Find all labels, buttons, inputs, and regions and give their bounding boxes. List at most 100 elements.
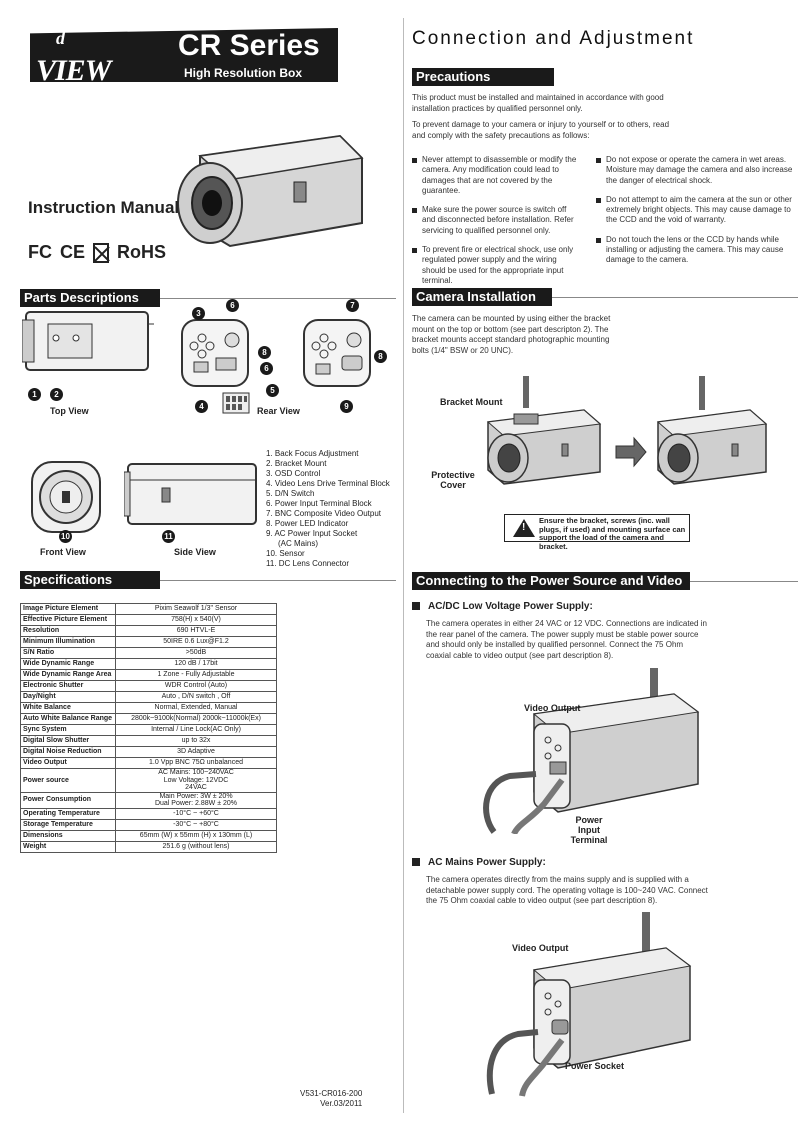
- spec-value: -30°C ~ +80°C: [115, 818, 277, 831]
- callout-8b: 8: [374, 350, 387, 363]
- spec-value: 690 HTVL-E: [115, 625, 277, 637]
- acdc-heading: AC/DC Low Voltage Power Supply:: [412, 601, 593, 612]
- list-item: To prevent fire or electrical shock, use…: [412, 245, 578, 286]
- callout-10: 10: [59, 530, 72, 543]
- spec-value: 758(H) x 540(V): [115, 614, 277, 626]
- callout-7a: 6: [226, 299, 239, 312]
- spec-value: 65mm (W) x 55mm (H) x 130mm (L): [115, 829, 277, 842]
- precautions-list-left: Never attempt to disassemble or modify t…: [412, 155, 578, 295]
- spec-label: Wide Dynamic Range: [20, 658, 116, 670]
- spec-value: -10°C ~ +60°C: [115, 807, 277, 820]
- table-row: Operating Temperature-10°C ~ +60°C: [20, 807, 277, 820]
- parts-list-item: 4. Video Lens Drive Terminal Block: [266, 479, 390, 488]
- parts-list-item: 5. D/N Switch: [266, 489, 315, 498]
- front-view-illustration: [31, 461, 101, 533]
- precautions-intro-1: This product must be installed and maint…: [412, 93, 664, 113]
- low-voltage-connection-illustration: [483, 668, 700, 834]
- spec-label: Video Output: [20, 757, 116, 769]
- top-view-illustration: [22, 311, 154, 371]
- spec-label: Power source: [20, 768, 116, 793]
- spec-label: Operating Temperature: [20, 807, 116, 820]
- list-item: Do not attempt to aim the camera at the …: [596, 195, 794, 226]
- spec-label: Resolution: [20, 625, 116, 637]
- right-column: Connection and Adjustment Precautions Th…: [404, 0, 808, 1132]
- spec-value: up to 32x: [115, 735, 277, 747]
- spec-value: 2800k~9100k(Normal) 2000k~11000k(Ex): [115, 713, 277, 725]
- parts-list-item: 10. Sensor: [266, 549, 305, 558]
- hero-camera-illustration: [177, 134, 364, 248]
- video-output-label-1: Video Output: [524, 703, 581, 713]
- power-input-terminal-label: Power Input Terminal: [570, 815, 608, 845]
- callout-1: 1: [28, 388, 41, 401]
- spec-label: Image Picture Element: [20, 603, 116, 615]
- ac-mains-heading: AC Mains Power Supply:: [412, 857, 546, 868]
- parts-list-item: 1. Back Focus Adjustment: [266, 449, 359, 458]
- rear-view-illustration-dc: [181, 319, 249, 387]
- spec-label: Digital Noise Reduction: [20, 746, 116, 758]
- parts-list-item: 6. Power Input Terminal Block: [266, 499, 372, 508]
- spec-label: Auto White Balance Range: [20, 713, 116, 725]
- callout-2: 2: [50, 388, 63, 401]
- spec-label: Wide Dynamic Range Area: [20, 669, 116, 681]
- camera-installation-header: Camera Installation: [412, 288, 552, 306]
- spec-value: 251.6 g (without lens): [115, 840, 277, 853]
- installation-illustration: [486, 376, 768, 485]
- top-view-caption: Top View: [50, 406, 89, 416]
- product-subtitle: High Resolution Box Camera: [176, 64, 338, 98]
- callout-4: 4: [195, 400, 208, 413]
- parts-list-item: (AC Mains): [278, 539, 319, 548]
- list-item: Make sure the power source is switch off…: [412, 205, 578, 236]
- spec-value: Auto , D/N switch , Off: [115, 691, 277, 703]
- callout-7b: 7: [346, 299, 359, 312]
- callout-5: 5: [266, 384, 279, 397]
- spec-value: 50IRE 0.6 Lux@F1.2: [115, 636, 277, 648]
- rohs-mark: RoHS: [117, 242, 167, 262]
- spec-value: Internal / Line Lock(AC Only): [115, 724, 277, 736]
- ac-mains-text: The camera operates directly from the ma…: [426, 875, 708, 905]
- spec-value: 1 Zone - Fully Adjustable: [115, 669, 277, 681]
- series-title: CR Series: [178, 29, 320, 62]
- spec-value: 1.0 Vpp BNC 75Ω unbalanced: [115, 757, 277, 769]
- protective-cover-label: Protective Cover: [431, 470, 475, 490]
- callout-9: 9: [340, 400, 353, 413]
- certification-marks: FC CE RoHS: [28, 242, 166, 263]
- installation-text: The camera can be mounted by using eithe…: [412, 314, 611, 355]
- callout-8a: 8: [258, 346, 271, 359]
- spec-label: Weight: [20, 840, 116, 853]
- spec-label: Storage Temperature: [20, 818, 116, 831]
- installation-warning: ! Ensure the bracket, screws (inc. wall …: [504, 514, 690, 550]
- acdc-text: The camera operates in either 24 VAC or …: [426, 619, 707, 660]
- left-column: d VIEW CR Series High Resolution Box Cam…: [0, 0, 404, 1132]
- spec-value: 3D Adaptive: [115, 746, 277, 758]
- spec-label: Day/Night: [20, 691, 116, 703]
- parts-list-item: 7. BNC Composite Video Output: [266, 509, 382, 518]
- side-view-caption: Side View: [174, 547, 216, 557]
- connection-title: Connection and Adjustment: [412, 28, 695, 49]
- rear-view-illustration-ac: [303, 319, 371, 387]
- table-row: Storage Temperature-30°C ~ +80°C: [20, 818, 277, 831]
- parts-descriptions-header: Parts Descriptions: [20, 289, 160, 307]
- spec-label: Electronic Shutter: [20, 680, 116, 692]
- spec-value: 120 dB / 17bit: [115, 658, 277, 670]
- rear-view-caption: Rear View: [257, 406, 300, 416]
- spec-value: WDR Control (Auto): [115, 680, 277, 692]
- specifications-header: Specifications: [20, 571, 160, 589]
- callout-6: 6: [260, 362, 273, 375]
- list-item: Do not touch the lens or the CCD by hand…: [596, 235, 794, 266]
- warning-icon: !: [513, 519, 535, 537]
- side-view-illustration: [124, 463, 257, 525]
- parts-list-item: 11. DC Lens Connector: [266, 559, 350, 568]
- spec-value: Main Power: 3W ± 20%Dual Power: 2.88W ± …: [115, 791, 277, 809]
- video-output-label-2: Video Output: [512, 943, 569, 953]
